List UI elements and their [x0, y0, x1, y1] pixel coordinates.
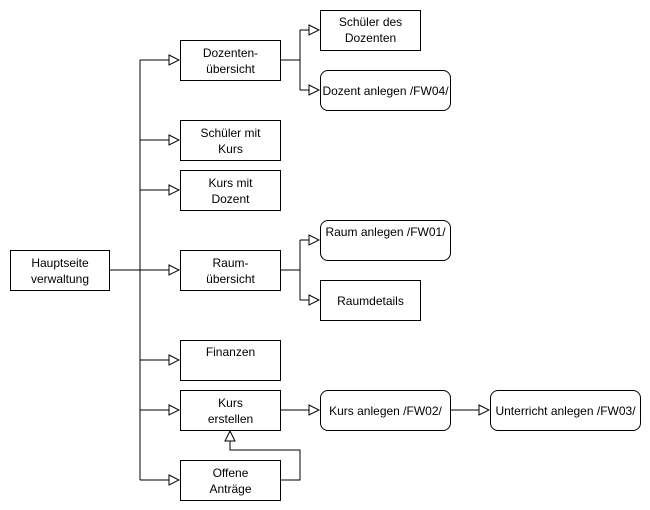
- node-kurs-anlegen: Kurs anlegen /FW02/: [320, 390, 451, 431]
- node-raumuebersicht: Raum- übersicht: [180, 250, 281, 291]
- node-dozentenuebersicht: Dozenten- übersicht: [180, 40, 281, 81]
- node-finanzen: Finanzen: [180, 340, 281, 381]
- edge-offene-antraege-to-kurs-erstellen: [230, 431, 301, 481]
- node-schueler-mit-kurs: Schüler mit Kurs: [180, 120, 281, 161]
- node-dozent-anlegen: Dozent anlegen /FW04/: [320, 70, 451, 111]
- node-kurs-erstellen: Kurs erstellen: [180, 390, 281, 431]
- node-kurs-mit-dozent: Kurs mit Dozent: [180, 170, 281, 211]
- node-raum-anlegen: Raum anlegen /FW01/: [320, 220, 451, 261]
- node-hauptseite-verwaltung: Hauptseite verwaltung: [10, 250, 110, 291]
- node-schueler-des-dozenten: Schüler des Dozenten: [320, 10, 421, 51]
- node-raumdetails: Raumdetails: [320, 280, 421, 321]
- node-unterricht-anlegen: Unterricht anlegen /FW03/: [490, 390, 641, 431]
- node-offene-antraege: Offene Anträge: [180, 460, 281, 501]
